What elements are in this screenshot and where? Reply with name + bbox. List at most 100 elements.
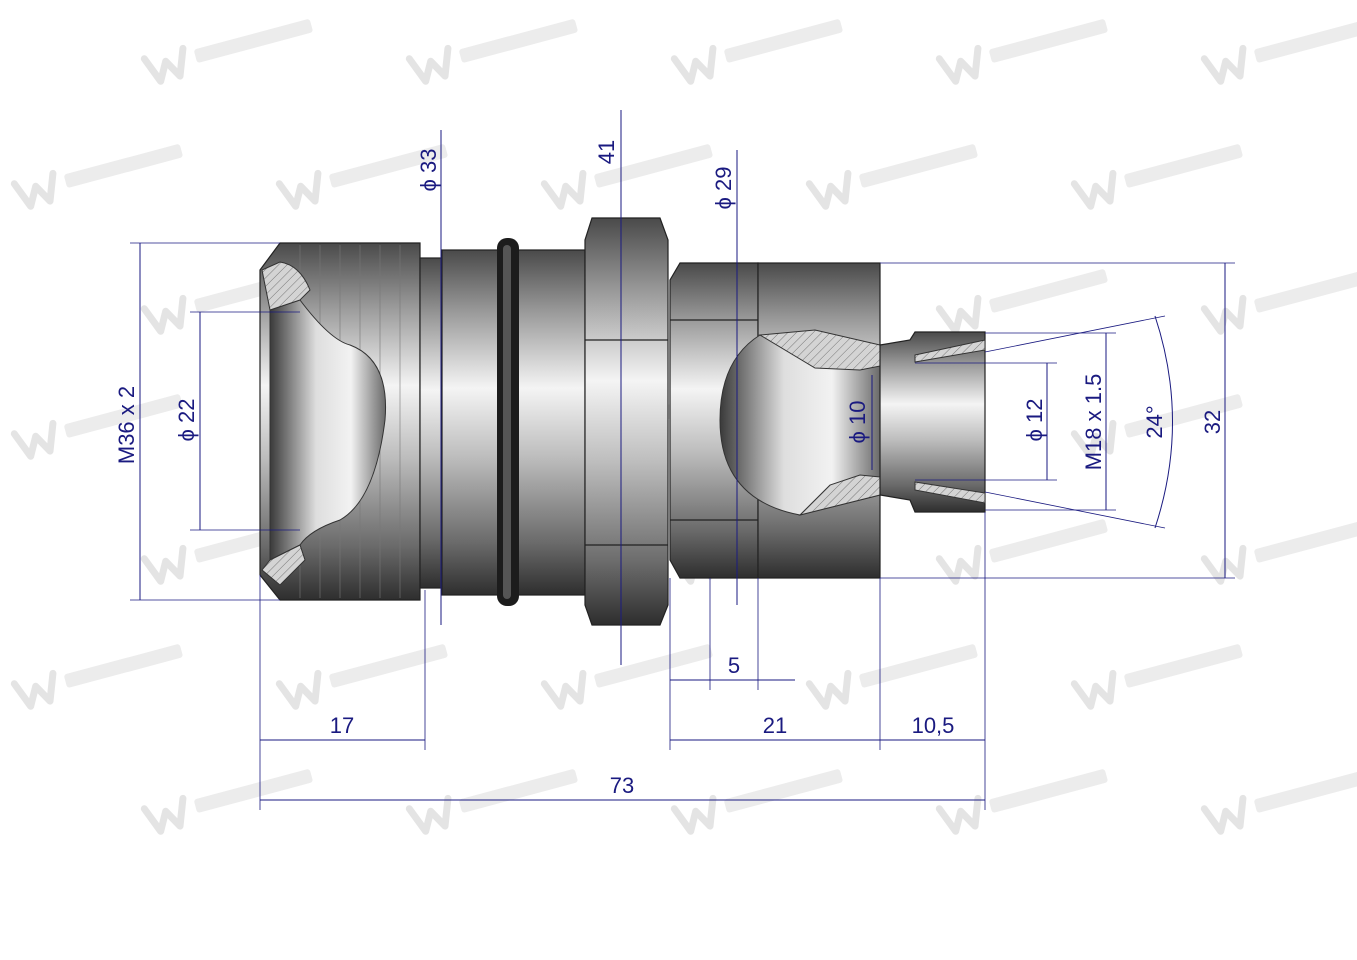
watermark-w-mark xyxy=(1200,794,1247,835)
watermark-logo xyxy=(10,644,183,710)
watermark-wordmark xyxy=(724,19,843,63)
watermark-w-mark xyxy=(935,794,982,835)
watermark-logo xyxy=(275,144,448,210)
watermark-logo xyxy=(1070,394,1243,460)
hex-41 xyxy=(584,217,669,626)
label-len-17: 17 xyxy=(330,713,354,738)
label-dia-33: ϕ 33 xyxy=(416,149,441,192)
watermark-w-mark xyxy=(1200,544,1247,585)
label-dia-12: ϕ 12 xyxy=(1022,399,1047,442)
coupling-part xyxy=(259,217,986,626)
label-len-10-5: 10,5 xyxy=(912,713,955,738)
watermark-w-mark xyxy=(405,44,452,85)
watermark-w-mark xyxy=(140,544,187,585)
watermark-w-mark xyxy=(935,294,982,335)
watermark-wordmark xyxy=(64,394,183,438)
watermark-wordmark xyxy=(989,19,1108,63)
label-dia-22: ϕ 22 xyxy=(174,399,199,442)
watermark-logo xyxy=(935,769,1108,835)
dimension-labels: M36 x 2 ϕ 22 ϕ 33 41 ϕ 29 ϕ 10 ϕ 12 M18 … xyxy=(114,140,1225,798)
label-len-73: 73 xyxy=(610,773,634,798)
watermark-w-mark xyxy=(1070,169,1117,210)
socket-section-hatch-bottom xyxy=(261,544,306,586)
watermark-wordmark xyxy=(989,519,1108,563)
watermark-w-mark xyxy=(140,794,187,835)
watermark-w-mark xyxy=(540,669,587,710)
watermark-logo xyxy=(405,769,578,835)
watermark-logo xyxy=(670,19,843,85)
watermark-w-mark xyxy=(670,794,717,835)
watermark-w-mark xyxy=(140,294,187,335)
watermark-wordmark xyxy=(329,644,448,688)
watermark-wordmark xyxy=(329,144,448,188)
watermark-wordmark xyxy=(1254,519,1357,563)
watermark-wordmark xyxy=(1124,644,1243,688)
watermark-wordmark xyxy=(64,644,183,688)
watermark-logo xyxy=(540,644,713,710)
groove xyxy=(419,257,443,589)
nut-cutaway xyxy=(719,334,881,516)
watermark-w-mark xyxy=(670,44,717,85)
watermark-w-mark xyxy=(935,44,982,85)
watermark-wordmark xyxy=(1254,19,1357,63)
socket-cutaway xyxy=(269,299,387,561)
watermark-logo xyxy=(140,769,313,835)
watermark-w-mark xyxy=(805,169,852,210)
label-thread-end: M18 x 1.5 xyxy=(1081,374,1106,471)
watermark-wordmark xyxy=(1254,269,1357,313)
watermark-logo xyxy=(1200,519,1357,585)
label-height-32: 32 xyxy=(1200,410,1225,434)
watermark-wordmark xyxy=(989,769,1108,813)
watermark-logo xyxy=(1070,644,1243,710)
watermark-wordmark xyxy=(194,769,313,813)
dimension-lines xyxy=(130,110,1235,810)
watermark-logo xyxy=(805,644,978,710)
watermark-w-mark xyxy=(1200,44,1247,85)
watermark-w-mark xyxy=(140,44,187,85)
watermark-logo xyxy=(140,19,313,85)
watermark-w-mark xyxy=(405,794,452,835)
watermark-logo xyxy=(935,19,1108,85)
label-len-21: 21 xyxy=(763,713,787,738)
watermark-logo xyxy=(805,144,978,210)
label-dia-29: ϕ 29 xyxy=(711,167,736,210)
watermark-w-mark xyxy=(540,169,587,210)
watermark-logo xyxy=(275,644,448,710)
label-dia-10: ϕ 10 xyxy=(845,401,870,444)
watermark-wordmark xyxy=(724,769,843,813)
label-len-5: 5 xyxy=(728,653,740,678)
watermark-wordmark xyxy=(1124,394,1243,438)
label-angle: 24° xyxy=(1142,405,1167,438)
watermark-logo xyxy=(405,19,578,85)
watermark-wordmark xyxy=(859,144,978,188)
tail-section-hatch-top xyxy=(914,339,986,363)
watermark-wordmark xyxy=(1124,144,1243,188)
label-hex-41: 41 xyxy=(594,140,619,164)
watermark-logo xyxy=(670,769,843,835)
watermark-wordmark xyxy=(459,769,578,813)
watermark-w-mark xyxy=(275,169,322,210)
watermark-wordmark xyxy=(859,644,978,688)
watermark-wordmark xyxy=(459,19,578,63)
watermark-wordmark xyxy=(989,269,1108,313)
watermark-w-mark xyxy=(10,669,57,710)
watermark-wordmark xyxy=(194,19,313,63)
watermark-logo xyxy=(935,519,1108,585)
watermark-w-mark xyxy=(1070,419,1117,460)
watermark-w-mark xyxy=(805,669,852,710)
watermark-wordmark xyxy=(594,144,713,188)
watermark-logo xyxy=(1070,144,1243,210)
watermark-wordmark xyxy=(594,644,713,688)
watermark-logo xyxy=(1200,19,1357,85)
label-thread-main: M36 x 2 xyxy=(114,386,139,464)
watermark-w-mark xyxy=(1200,294,1247,335)
watermark-logo xyxy=(1200,269,1357,335)
watermark-logo xyxy=(1200,769,1357,835)
watermark-w-mark xyxy=(10,419,57,460)
watermark-w-mark xyxy=(275,669,322,710)
watermark-w-mark xyxy=(10,169,57,210)
watermark-logo xyxy=(540,144,713,210)
watermark-w-mark xyxy=(1070,669,1117,710)
